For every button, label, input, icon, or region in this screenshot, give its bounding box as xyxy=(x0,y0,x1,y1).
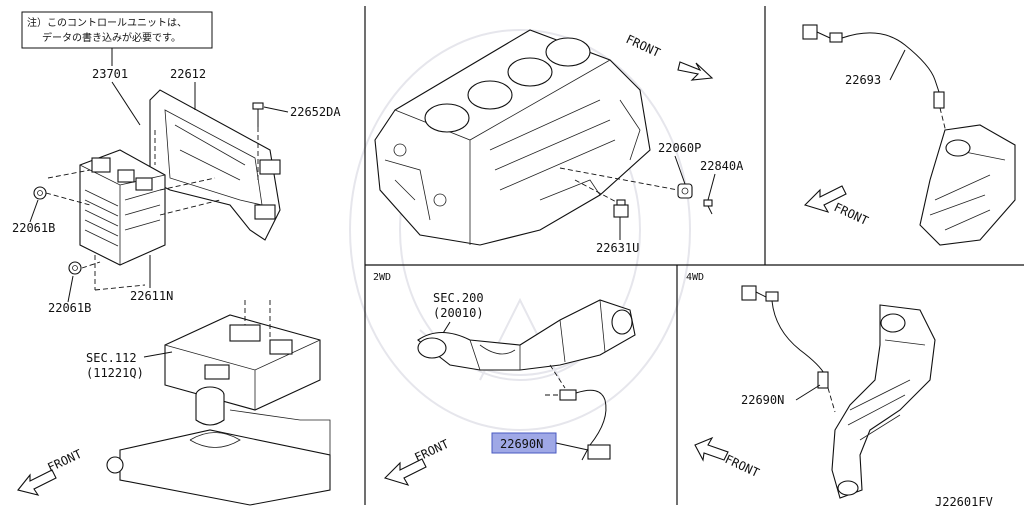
front-arrow-block: FRONT xyxy=(624,32,714,81)
front-arrow-4wd: FRONT xyxy=(694,436,762,480)
label-22840A: 22840A xyxy=(700,159,744,173)
note-box: 注）このコントロールユニットは、 データの書き込みが必要です。 xyxy=(21,11,213,49)
front-label-right: FRONT xyxy=(832,200,871,228)
catalytic-converter-2wd xyxy=(417,299,636,389)
mounting-structure xyxy=(106,300,331,506)
front-arrow-2wd: FRONT xyxy=(383,437,451,486)
label-22631U: 22631U xyxy=(596,241,639,255)
bolt-22840A xyxy=(703,199,713,215)
ecu-bracket xyxy=(149,89,281,241)
front-label-block: FRONT xyxy=(624,32,663,60)
label-sec112-sub: (11221Q) xyxy=(86,366,144,380)
engine-block xyxy=(374,29,679,246)
label-22652DA: 22652DA xyxy=(290,105,341,119)
note-line-2: データの書き込みが必要です。 xyxy=(42,31,181,44)
ecu-unit xyxy=(79,149,166,266)
exhaust-manifold-top xyxy=(919,124,1016,246)
oxygen-sensor-22690N-2wd xyxy=(545,389,611,461)
oxygen-sensor-22690N-4wd xyxy=(741,285,836,413)
label-22061B-top: 22061B xyxy=(12,221,55,235)
label-sec112: SEC.112 xyxy=(86,351,137,365)
front-label-left: FRONT xyxy=(45,447,84,475)
ecu-dashed-guides xyxy=(45,130,221,291)
label-22060P: 22060P xyxy=(658,141,701,155)
catalytic-converter-4wd xyxy=(831,304,936,499)
label-22612: 22612 xyxy=(170,67,206,81)
front-arrow-left: FRONT xyxy=(17,447,84,496)
knock-sensor-22060P xyxy=(677,183,693,199)
front-label-4wd: FRONT xyxy=(723,452,762,480)
label-22690N-4wd: 22690N xyxy=(741,393,784,407)
nut-22061B-bottom xyxy=(68,261,82,275)
label-23701: 23701 xyxy=(92,67,128,81)
label-sec200: SEC.200 xyxy=(433,291,484,305)
bolt-22652DA xyxy=(252,102,264,180)
label-22611N: 22611N xyxy=(130,289,173,303)
section-4wd-label: 4WD xyxy=(686,272,704,283)
label-22061B-bottom: 22061B xyxy=(48,301,91,315)
note-line-1: 注）このコントロールユニットは、 xyxy=(27,16,187,29)
front-arrow-right: FRONT xyxy=(803,185,871,228)
label-22693: 22693 xyxy=(845,73,881,87)
sensor-22631U xyxy=(613,199,629,218)
nut-22061B-top xyxy=(33,186,47,200)
section-2wd-label: 2WD xyxy=(373,272,391,283)
label-22690N-2wd[interactable]: 22690N xyxy=(500,437,543,451)
diagram-code: J22601FV xyxy=(935,495,993,509)
front-label-2wd: FRONT xyxy=(412,437,451,465)
panel-frames xyxy=(364,6,1024,505)
label-sec200-sub: (20010) xyxy=(433,306,484,320)
